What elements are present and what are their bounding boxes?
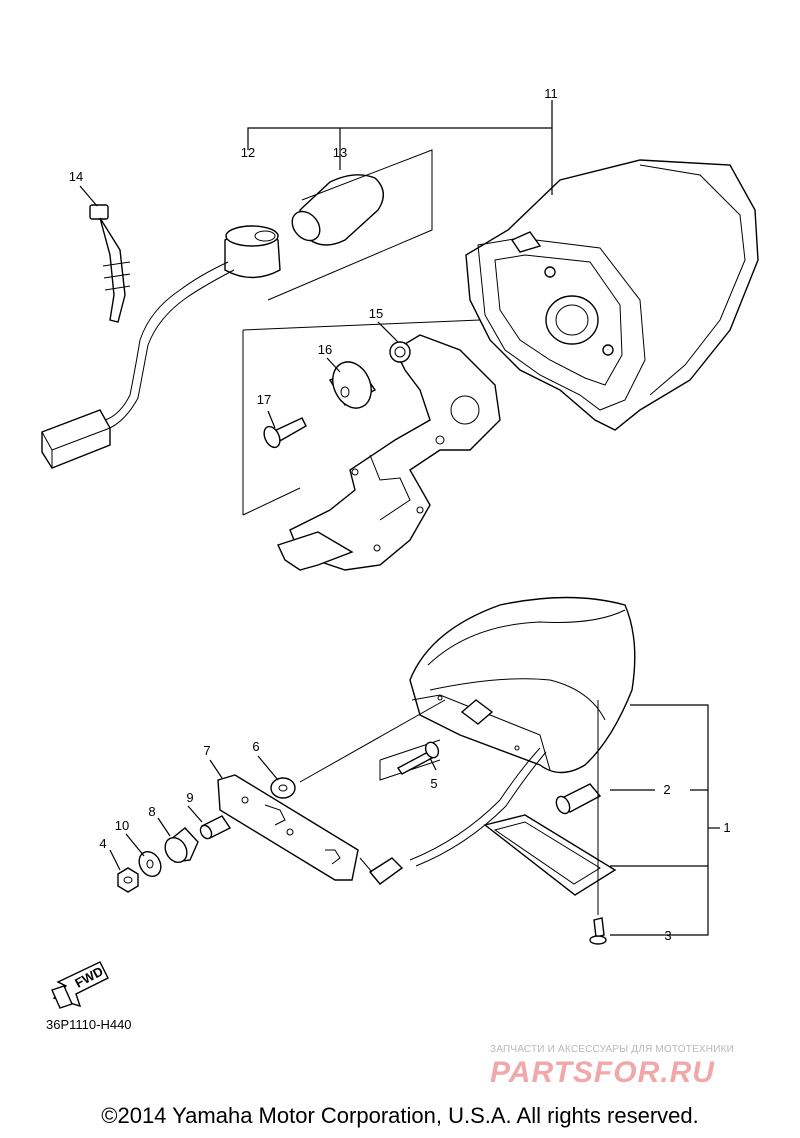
damper-8 [164,827,199,864]
wire-clip [89,204,131,323]
callout-14: 14 [69,169,83,184]
license-bulb [555,783,602,815]
washer-10 [138,850,162,878]
watermark-logo: PARTSFOR.RU [490,1056,715,1089]
callout-15: 15 [369,306,383,321]
callout-6: 6 [252,739,259,754]
callout-10: 10 [115,818,129,833]
callout-12: 12 [241,145,255,160]
watermark-tagline: ЗАПЧАСТИ И АКСЕССУАРЫ ДЛЯ МОТОТЕХНИКИ [490,1044,735,1055]
callout-1: 1 [723,820,730,835]
callout-11: 11 [544,86,558,101]
callout-8: 8 [148,804,155,819]
bolt-5 [379,739,441,781]
nut-4 [117,867,139,893]
bulb [291,174,384,246]
fwd-arrow-icon [51,961,109,1009]
screw-lower [589,917,607,945]
license-light-housing [409,596,636,774]
lower-connector [368,857,404,885]
license-lens [483,814,617,896]
washer-6 [270,777,296,799]
callout-2: 2 [663,782,670,797]
mounting-bracket [277,334,501,571]
tail-light-unit [465,159,759,431]
collar-9 [199,815,232,840]
callout-9: 9 [186,790,193,805]
callout-3: 3 [664,928,671,943]
callout-4: 4 [99,836,106,851]
callout-5: 5 [430,776,437,791]
copyright-notice: ©2014 Yamaha Motor Corporation, U.S.A. A… [101,1103,699,1128]
callout-13: 13 [333,145,347,160]
license-plate-bracket [217,774,359,881]
bulb-socket [104,225,281,429]
grommet [328,361,377,409]
wire-connector [41,409,111,469]
diagram-code: 36P1110-H440 [46,1017,132,1032]
callout-16: 16 [318,342,332,357]
screw-upper [263,417,307,449]
callout-7: 7 [203,743,210,758]
callout-17: 17 [257,392,271,407]
